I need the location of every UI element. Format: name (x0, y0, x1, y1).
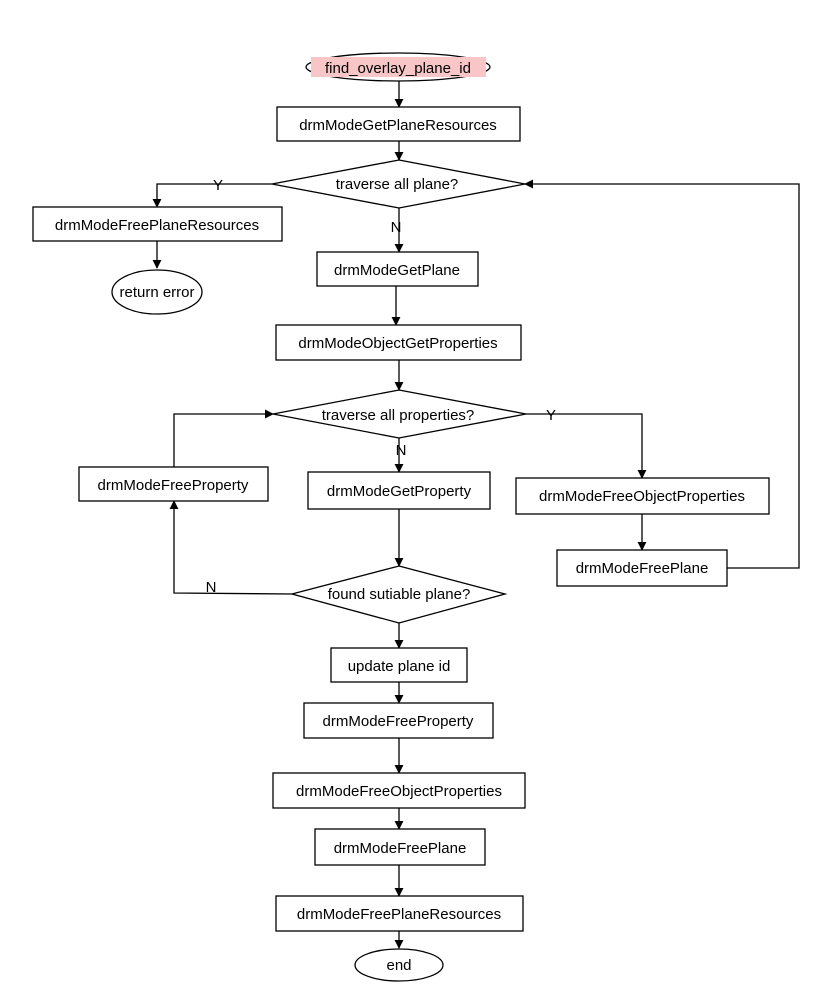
edge-free-plane-loop-back (524, 179, 800, 569)
return-error-label: return error (119, 284, 194, 301)
step-object-get-properties: drmModeObjectGetProperties (275, 324, 522, 361)
end-label: end (386, 957, 411, 974)
step-free-plane-resources-error: drmModeFreePlaneResources (32, 206, 283, 242)
edge-free-property-loop-back (173, 409, 274, 467)
edge-traverse-planes-yes (152, 183, 272, 208)
step-get-property: drmModeGetProperty (307, 471, 491, 510)
start-node: find_overlay_plane_id (305, 52, 491, 82)
step-free-plane-label: drmModeFreePlane (334, 840, 467, 857)
step-free-plane-resources: drmModeFreePlaneResources (275, 895, 524, 932)
edge-found-plane-no (169, 500, 293, 595)
step-free-plane-resources-label: drmModeFreePlaneResources (297, 906, 501, 923)
label-planes-no: N (391, 219, 402, 236)
step-free-object-properties: drmModeFreeObjectProperties (272, 772, 526, 809)
step-get-plane-resources-label: drmModeGetPlaneResources (299, 117, 497, 134)
step-free-plane-loop: drmModeFreePlane (556, 549, 728, 587)
edge-labels: Y N Y N N (206, 177, 556, 596)
step-free-property-loop: drmModeFreeProperty (78, 466, 269, 502)
step-free-property-loop-label: drmModeFreeProperty (98, 477, 249, 494)
step-free-object-properties-loop: drmModeFreeObjectProperties (515, 477, 770, 515)
label-properties-yes: Y (546, 407, 556, 424)
decision-found-plane: found sutiable plane? (289, 565, 508, 624)
decision-traverse-planes-label: traverse all plane? (336, 176, 459, 193)
step-get-plane-label: drmModeGetPlane (334, 262, 460, 279)
decision-found-plane-label: found sutiable plane? (328, 586, 471, 603)
edges (152, 81, 800, 949)
step-free-property: drmModeFreeProperty (303, 702, 494, 739)
step-get-plane-resources: drmModeGetPlaneResources (276, 106, 521, 142)
step-free-object-properties-loop-label: drmModeFreeObjectProperties (539, 488, 745, 505)
step-free-plane: drmModeFreePlane (314, 828, 486, 866)
step-update-plane-id-label: update plane id (348, 658, 451, 675)
step-update-plane-id: update plane id (330, 647, 468, 683)
decision-traverse-properties: traverse all properties? (272, 389, 527, 439)
step-get-property-label: drmModeGetProperty (327, 483, 472, 500)
label-properties-no: N (396, 442, 407, 459)
step-free-object-properties-label: drmModeFreeObjectProperties (296, 783, 502, 800)
decision-traverse-planes: traverse all plane? (271, 159, 526, 209)
return-error-node: return error (111, 269, 203, 315)
step-free-plane-loop-label: drmModeFreePlane (576, 560, 709, 577)
step-get-plane: drmModeGetPlane (316, 251, 479, 287)
end-node: end (354, 948, 444, 982)
start-label: find_overlay_plane_id (325, 60, 471, 77)
start-highlight (311, 57, 486, 77)
step-free-plane-resources-error-label: drmModeFreePlaneResources (55, 217, 259, 234)
decision-traverse-properties-label: traverse all properties? (322, 407, 475, 424)
label-found-no: N (206, 579, 217, 596)
edge-traverse-properties-yes (526, 413, 647, 479)
label-planes-yes: Y (213, 177, 223, 194)
step-free-property-label: drmModeFreeProperty (323, 713, 474, 730)
step-object-get-properties-label: drmModeObjectGetProperties (298, 335, 497, 352)
